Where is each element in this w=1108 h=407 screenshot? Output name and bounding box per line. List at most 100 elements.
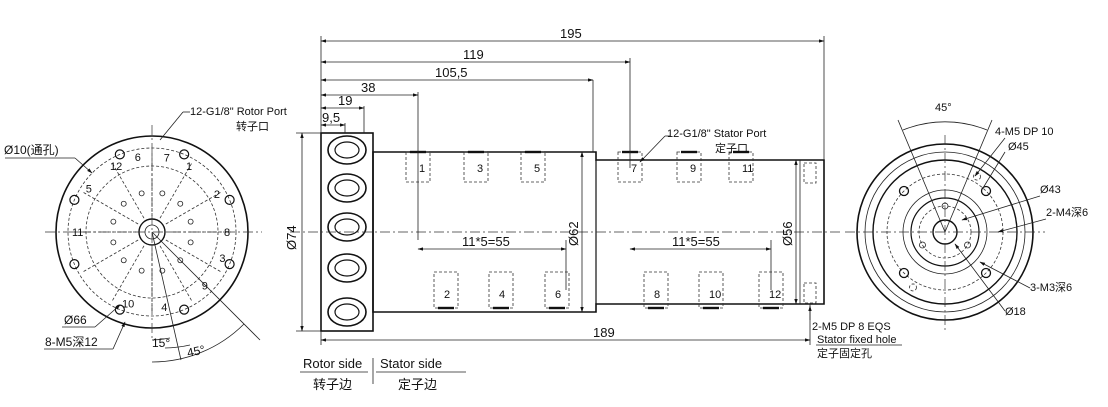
m5-hole [179, 149, 190, 160]
m5-hole [69, 194, 80, 205]
top-port-number: 3 [477, 163, 483, 175]
port-bore [676, 151, 702, 183]
rear-m3-hole [941, 202, 949, 210]
radial-channel [111, 162, 145, 219]
front-port-number: 7 [164, 153, 170, 165]
dim-38: 38 [361, 80, 375, 95]
rear-screw-b: 2-M4深6 [1046, 206, 1088, 219]
rotor-port-label: 12-G1/8" Rotor Port [190, 106, 287, 118]
stator-side-label-cn: 定子边 [398, 377, 437, 392]
stator-side-label: Stator side [380, 356, 442, 371]
stator-port-label: 12-G1/8" Stator Port [667, 128, 766, 140]
channel-hole [177, 200, 184, 207]
dim-195: 195 [560, 26, 582, 41]
through-hole-dimension: Ø10(通孔) [4, 143, 59, 157]
rear-m3-hole [919, 241, 926, 249]
channel-hole [159, 190, 166, 197]
flange-port [327, 135, 367, 165]
bottom-port-number: 4 [499, 289, 505, 301]
rear-angle: 45° [935, 102, 952, 114]
rear-dia-18: Ø18 [1005, 306, 1026, 318]
m5-hole [224, 194, 235, 205]
top-port-number: 1 [419, 163, 425, 175]
flange-port [327, 173, 367, 203]
flange-port-inner [334, 259, 360, 277]
top-port-number: 5 [534, 163, 540, 175]
channel-hole [187, 218, 194, 225]
fixed-hole-label-cn: 定子固定孔 [817, 346, 872, 360]
rear-dia-45: Ø45 [1008, 141, 1029, 153]
channel-hole [159, 267, 166, 274]
rear-m5-hole [980, 185, 992, 197]
front-port-number: 2 [214, 189, 220, 201]
front-port-number: 1 [186, 161, 192, 173]
port-bore [463, 151, 489, 183]
channel-hole [138, 267, 145, 274]
radial-channel [159, 162, 193, 219]
port-bore [520, 151, 546, 183]
top-port-number: 7 [631, 163, 637, 175]
rear-m4-hole [973, 172, 981, 181]
rear-screw-c: 3-M3深6 [1030, 281, 1072, 294]
flange-port-inner [334, 179, 360, 197]
dim-19: 19 [338, 93, 352, 108]
rear-dia-43: Ø43 [1040, 184, 1061, 196]
pitch-left: 11*5=55 [462, 234, 510, 249]
front-port-number: 6 [135, 152, 141, 164]
top-port-number: 9 [690, 163, 696, 175]
dim-105-5: 105,5 [435, 65, 468, 80]
pcd-dimension: Ø66 [64, 313, 87, 327]
screw-spec-front: 8-M5深12 [45, 335, 98, 349]
dim-dia-56: Ø56 [780, 221, 795, 246]
front-port-number: 8 [224, 227, 230, 239]
front-port-number: 11 [72, 227, 83, 239]
angle-45-front: 45° [186, 342, 207, 360]
m5-hole [224, 259, 235, 270]
rotor-side-label: Rotor side [303, 356, 362, 371]
dim-dia-74: Ø74 [284, 225, 299, 250]
bottom-port-number: 6 [555, 289, 561, 301]
radial-channel [82, 239, 139, 273]
flange-port-inner [334, 141, 360, 159]
rear-screw-a: 4-M5 DP 10 [995, 126, 1054, 138]
bottom-port-number: 12 [769, 289, 781, 301]
front-port-number: 10 [122, 298, 134, 310]
front-radial-channels [72, 152, 232, 312]
m5-hole [69, 259, 80, 270]
rear-view: 45° 4-M5 DP 10 Ø45 Ø43 2-M4深6 3-M3深6 Ø18 [845, 102, 1088, 330]
flange-port-inner [334, 218, 360, 236]
dim-dia-62: Ø62 [566, 221, 581, 246]
m5-hole [114, 149, 125, 160]
dim-119: 119 [463, 47, 484, 62]
flange-port [327, 253, 367, 283]
dim-9-5: 9,5 [322, 110, 340, 125]
bottom-port-number: 10 [709, 289, 721, 301]
channel-hole [120, 257, 127, 264]
rear-m3-hole [964, 241, 971, 249]
radial-channel [159, 245, 193, 302]
flange-port [327, 297, 367, 327]
fixed-hole-spec: 2-M5 DP 8 EQS [812, 321, 891, 333]
angle-15: 15° [152, 336, 170, 350]
rear-m4-hole [909, 283, 917, 292]
fixed-hole-label: Stator fixed hole [817, 334, 897, 346]
channel-hole [120, 200, 127, 207]
pitch-right: 11*5=55 [672, 234, 720, 249]
radial-channel [111, 245, 145, 302]
channel-hole [138, 190, 145, 197]
rotor-flange-ports [327, 135, 367, 327]
rear-m5-hole [898, 185, 910, 197]
radial-channel [165, 239, 222, 273]
front-mounting-holes [69, 149, 235, 315]
rear-m5-hole [980, 267, 992, 279]
front-port-number: 3 [219, 253, 225, 265]
flange-port [327, 212, 367, 242]
radial-channel [165, 191, 222, 225]
front-port-number: 12 [110, 161, 122, 173]
rotor-port-label-cn: 转子口 [236, 119, 269, 133]
m5-hole [179, 304, 190, 315]
rear-mounting-holes [898, 172, 992, 292]
